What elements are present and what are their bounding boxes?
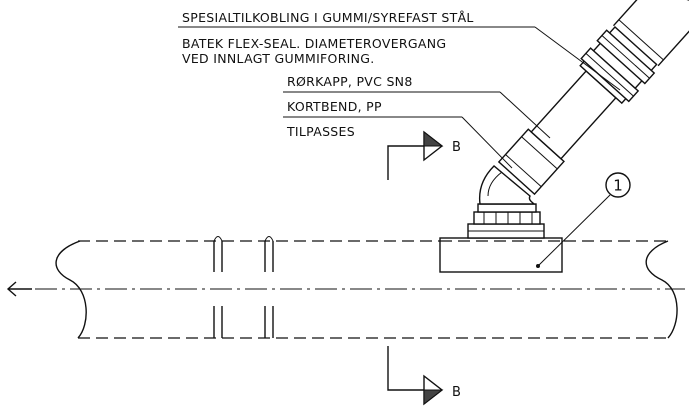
label-special-coupling-text: SPESIALTILKOBLING I GUMMI/SYREFAST STÅL	[182, 10, 474, 25]
right-break-line	[645, 240, 678, 339]
upstream-break-line	[660, 0, 689, 14]
label-short-bend-text: KORTBEND, PP	[287, 99, 382, 114]
item-number: 1	[613, 177, 623, 195]
label-short-bend: KORTBEND, PP	[283, 99, 513, 169]
upstream-pipe	[612, 0, 689, 67]
label-special-coupling: SPESIALTILKOBLING I GUMMI/SYREFAST STÅL	[178, 10, 621, 91]
branch-connection	[467, 0, 689, 239]
section-marker-top: B	[387, 130, 461, 180]
flow-direction-arrow	[6, 281, 32, 297]
pipe-joint	[213, 236, 274, 338]
section-label-bottom: B	[452, 385, 461, 400]
item-balloon: 1	[537, 172, 631, 267]
label-adjust: TILPASSES	[286, 124, 355, 139]
main-pipe	[35, 240, 685, 339]
section-label-top: B	[452, 140, 461, 155]
item-balloon-circle	[605, 172, 631, 198]
label-batek: BATEK FLEX-SEAL. DIAMETEROVERGANG VED IN…	[182, 36, 446, 66]
saddle-block	[439, 237, 563, 273]
label-batek-line2: VED INNLAGT GUMMIFORING.	[182, 51, 375, 66]
short-bend	[478, 165, 536, 205]
label-pipe-cut: RØRKAPP, PVC SN8	[283, 74, 551, 139]
label-adjust-text: TILPASSES	[286, 124, 355, 139]
left-break-line	[55, 240, 87, 339]
section-marker-bottom: B	[387, 346, 461, 406]
label-batek-line1: BATEK FLEX-SEAL. DIAMETEROVERGANG	[182, 36, 446, 51]
label-pipe-cut-text: RØRKAPP, PVC SN8	[287, 74, 413, 89]
flex-seal-coupling	[579, 26, 658, 105]
